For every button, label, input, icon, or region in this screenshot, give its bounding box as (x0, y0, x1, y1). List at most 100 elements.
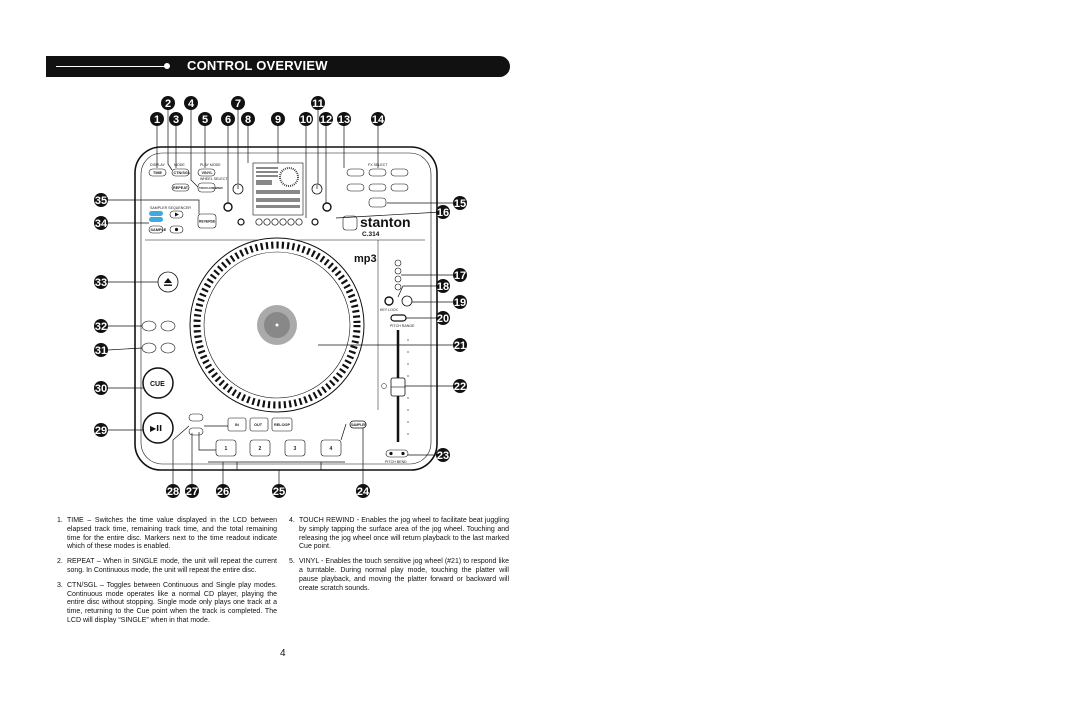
cue-button[interactable] (142, 367, 174, 399)
brand-button[interactable] (342, 215, 358, 231)
callout-21: 21 (453, 338, 467, 352)
play-mode-label: PLAY MODE (200, 163, 221, 167)
callout-8: 8 (241, 112, 255, 126)
description-num: 3. (57, 581, 63, 589)
knob-button-right[interactable] (322, 202, 332, 212)
callout-number: 2 (165, 98, 171, 110)
keylock-button[interactable] (384, 296, 394, 306)
callout-22: 22 (453, 379, 467, 393)
in-button[interactable]: IN (227, 417, 247, 432)
callout-number: 18 (437, 281, 449, 293)
callout-14: 14 (371, 112, 385, 126)
hot-cue-4-label: 4 (330, 446, 333, 452)
callout-3: 3 (169, 112, 183, 126)
callout-29: 29 (94, 423, 108, 437)
loop-mode-button-2[interactable] (188, 427, 204, 436)
descriptions-right-column: 4.TOUCH REWIND - Enables the jog wheel t… (289, 517, 509, 593)
callout-number: 16 (437, 207, 449, 219)
play-pause-button[interactable] (142, 412, 174, 444)
hot-cue-1[interactable]: 1 (215, 439, 237, 457)
callout-number: 1 (154, 114, 160, 126)
wheel-select-label: WHEEL SELECT (200, 177, 228, 181)
callout-23: 23 (436, 448, 450, 462)
in-button-label: IN (235, 423, 239, 427)
model-label: C.314 (362, 231, 380, 238)
repeat-button[interactable]: REPEAT (171, 183, 190, 192)
lcd-button-row[interactable] (237, 218, 319, 226)
hot-cue-2[interactable]: 2 (249, 439, 271, 457)
descriptions-left-column: 1.TIME – Switches the time value display… (57, 517, 277, 626)
pitch-bend-buttons[interactable] (385, 449, 409, 458)
hot-cue-2-label: 2 (259, 446, 262, 452)
callout-18: 18 (436, 279, 450, 293)
callout-number: 32 (95, 321, 107, 333)
callout-24: 24 (356, 484, 370, 498)
touch-rewind-button-label: TOUCH REWIND (199, 186, 223, 190)
sampler-button[interactable]: SAMPLER (349, 420, 367, 429)
pitch-range-label: PITCH RANGE (390, 324, 415, 328)
pitch-bend-knob[interactable] (401, 295, 413, 307)
callout-9: 9 (271, 112, 285, 126)
description-item: 3.CTN/SGL – Toggles between Continuous a… (57, 582, 277, 626)
time-button-label: TIME (153, 171, 163, 175)
description-item: 2.REPEAT – When in SINGLE mode, the unit… (57, 558, 277, 576)
vinyl-button-label: VINYL (202, 171, 214, 175)
description-text: TIME – Switches the time value displayed… (67, 517, 277, 551)
mode-label: MODE (174, 163, 185, 167)
pitch-range-button[interactable] (390, 314, 407, 322)
callout-number: 10 (300, 114, 312, 126)
callout-number: 33 (95, 277, 107, 289)
mp3-logo: mp3 (354, 253, 377, 265)
callout-35: 35 (94, 193, 108, 207)
knob-button-left[interactable] (223, 202, 233, 212)
callout-number: 6 (225, 114, 231, 126)
callout-31: 31 (94, 343, 108, 357)
callout-number: 5 (202, 114, 208, 126)
description-num: 4. (289, 517, 295, 524)
sampler-button-label: SAMPLER (351, 423, 367, 427)
callout-27: 27 (185, 484, 199, 498)
hot-cue-3[interactable]: 3 (284, 439, 306, 457)
callout-number: 11 (312, 98, 324, 110)
callout-number: 4 (188, 98, 195, 110)
callout-17: 17 (453, 268, 467, 282)
loop-mode-button-1[interactable] (188, 413, 204, 422)
callout-number: 26 (217, 486, 229, 498)
play-pause-icon: ▶II (150, 424, 162, 433)
reverse-button[interactable] (197, 213, 217, 229)
callout-7: 7 (231, 96, 245, 110)
section-header: CONTROL OVERVIEW (46, 56, 510, 77)
fx-buttons[interactable] (346, 168, 409, 208)
callout-12: 12 (319, 112, 333, 126)
description-item: 1.TIME – Switches the time value display… (57, 517, 277, 552)
callout-30: 30 (94, 381, 108, 395)
callout-6: 6 (221, 112, 235, 126)
lcd-wheel-icon (279, 167, 299, 187)
right-small-buttons[interactable] (394, 259, 402, 291)
time-button[interactable]: TIME (148, 168, 167, 177)
reloop-button[interactable]: RELOOP (271, 417, 293, 432)
sampler-label: SAMPLER SEQUENCER (150, 206, 191, 210)
callout-number: 23 (437, 450, 449, 462)
hot-cue-4[interactable]: 4 (320, 439, 342, 457)
callout-11: 11 (311, 96, 325, 110)
track-buttons[interactable] (141, 320, 176, 354)
vinyl-button[interactable]: VINYL (197, 168, 216, 177)
callout-4: 4 (184, 96, 198, 110)
sampler-led-2 (149, 217, 163, 222)
callout-number: 27 (186, 486, 198, 498)
callout-number: 15 (454, 198, 466, 210)
cue-button-label: CUE (150, 381, 165, 388)
sample-button[interactable] (148, 225, 164, 234)
display-label: DISPLAY (150, 163, 166, 167)
hot-cue-1-label: 1 (225, 446, 228, 452)
callout-10: 10 (299, 112, 313, 126)
touch-rewind-button[interactable]: TOUCH REWIND (197, 182, 223, 193)
callout-number: 22 (454, 381, 466, 393)
callout-32: 32 (94, 319, 108, 333)
ctn-sgl-button[interactable]: CTN/SGL (171, 168, 191, 177)
out-button[interactable]: OUT (249, 417, 269, 432)
eject-icon (164, 278, 172, 283)
